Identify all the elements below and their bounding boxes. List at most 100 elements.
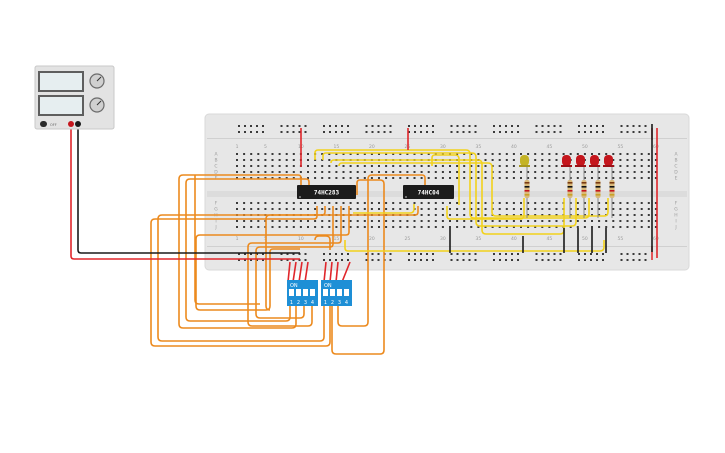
breadboard-hole[interactable] xyxy=(640,171,643,173)
breadboard-hole[interactable] xyxy=(264,159,267,161)
breadboard-hole[interactable] xyxy=(278,177,281,179)
breadboard-hole[interactable] xyxy=(598,208,601,210)
breadboard-hole[interactable] xyxy=(256,131,258,133)
breadboard-hole[interactable] xyxy=(321,220,324,222)
breadboard-hole[interactable] xyxy=(304,259,307,261)
breadboard-hole[interactable] xyxy=(505,214,508,216)
breadboard-hole[interactable] xyxy=(553,253,556,255)
breadboard-hole[interactable] xyxy=(605,226,608,228)
breadboard-hole[interactable] xyxy=(427,165,430,167)
breadboard-hole[interactable] xyxy=(456,202,459,204)
breadboard-hole[interactable] xyxy=(304,131,307,133)
breadboard-hole[interactable] xyxy=(632,259,635,261)
breadboard-hole[interactable] xyxy=(463,226,466,228)
breadboard-hole[interactable] xyxy=(329,125,331,127)
breadboard-hole[interactable] xyxy=(285,165,288,167)
breadboard-hole[interactable] xyxy=(307,153,309,155)
breadboard-hole[interactable] xyxy=(474,125,477,127)
breadboard-hole[interactable] xyxy=(307,226,309,228)
breadboard-hole[interactable] xyxy=(257,171,260,173)
breadboard-hole[interactable] xyxy=(420,214,423,216)
breadboard-hole[interactable] xyxy=(335,253,337,255)
breadboard-hole[interactable] xyxy=(462,131,465,133)
breadboard-hole[interactable] xyxy=(299,220,302,222)
breadboard-hole[interactable] xyxy=(605,208,608,210)
breadboard-hole[interactable] xyxy=(347,259,349,261)
breadboard-hole[interactable] xyxy=(250,177,253,179)
breadboard-hole[interactable] xyxy=(590,253,592,255)
breadboard-hole[interactable] xyxy=(450,131,453,133)
breadboard-hole[interactable] xyxy=(244,259,246,261)
breadboard-hole[interactable] xyxy=(535,125,538,127)
breadboard-hole[interactable] xyxy=(238,259,240,261)
breadboard-hole[interactable] xyxy=(389,253,392,255)
breadboard-hole[interactable] xyxy=(356,165,359,167)
breadboard-hole[interactable] xyxy=(493,125,495,127)
breadboard-hole[interactable] xyxy=(578,253,580,255)
breadboard-hole[interactable] xyxy=(548,171,551,173)
breadboard-hole[interactable] xyxy=(321,165,324,167)
breadboard-hole[interactable] xyxy=(298,253,301,255)
breadboard-hole[interactable] xyxy=(307,177,309,179)
breadboard-hole[interactable] xyxy=(602,259,604,261)
breadboard-hole[interactable] xyxy=(328,226,331,228)
breadboard-hole[interactable] xyxy=(626,220,629,222)
breadboard-hole[interactable] xyxy=(420,220,423,222)
breadboard-hole[interactable] xyxy=(341,125,343,127)
breadboard-hole[interactable] xyxy=(541,165,544,167)
breadboard-hole[interactable] xyxy=(365,253,368,255)
breadboard-hole[interactable] xyxy=(541,259,544,261)
breadboard-hole[interactable] xyxy=(562,177,565,179)
breadboard-hole[interactable] xyxy=(463,177,466,179)
breadboard-hole[interactable] xyxy=(512,177,515,179)
led-yellow[interactable] xyxy=(519,155,530,167)
breadboard-hole[interactable] xyxy=(520,202,522,204)
breadboard-hole[interactable] xyxy=(619,226,622,228)
breadboard-hole[interactable] xyxy=(414,259,416,261)
breadboard-hole[interactable] xyxy=(250,208,253,210)
breadboard-hole[interactable] xyxy=(356,153,359,155)
breadboard-hole[interactable] xyxy=(314,226,317,228)
breadboard-hole[interactable] xyxy=(654,165,657,167)
breadboard-hole[interactable] xyxy=(468,125,471,127)
breadboard-hole[interactable] xyxy=(392,171,395,173)
breadboard-hole[interactable] xyxy=(474,253,477,255)
breadboard-hole[interactable] xyxy=(640,202,643,204)
breadboard-hole[interactable] xyxy=(349,202,352,204)
breadboard-hole[interactable] xyxy=(271,165,274,167)
breadboard-hole[interactable] xyxy=(612,171,615,173)
breadboard-hole[interactable] xyxy=(633,153,636,155)
breadboard-hole[interactable] xyxy=(619,159,622,161)
breadboard-hole[interactable] xyxy=(605,220,608,222)
breadboard-hole[interactable] xyxy=(292,208,295,210)
breadboard-hole[interactable] xyxy=(654,214,657,216)
breadboard-hole[interactable] xyxy=(335,177,338,179)
breadboard-hole[interactable] xyxy=(484,214,487,216)
breadboard-hole[interactable] xyxy=(484,208,487,210)
breadboard-hole[interactable] xyxy=(527,177,530,179)
breadboard-hole[interactable] xyxy=(534,214,537,216)
breadboard-hole[interactable] xyxy=(392,153,395,155)
breadboard-hole[interactable] xyxy=(377,259,380,261)
breadboard-hole[interactable] xyxy=(243,177,246,179)
breadboard-hole[interactable] xyxy=(286,253,289,255)
breadboard-hole[interactable] xyxy=(329,253,331,255)
breadboard-hole[interactable] xyxy=(432,131,434,133)
breadboard-hole[interactable] xyxy=(257,165,260,167)
breadboard-hole[interactable] xyxy=(328,171,331,173)
dip-toggle[interactable] xyxy=(323,289,328,296)
breadboard-hole[interactable] xyxy=(591,171,593,173)
breadboard-hole[interactable] xyxy=(321,208,324,210)
breadboard-hole[interactable] xyxy=(441,165,444,167)
breadboard-hole[interactable] xyxy=(612,208,615,210)
breadboard-hole[interactable] xyxy=(605,202,608,204)
breadboard-hole[interactable] xyxy=(583,153,586,155)
breadboard-hole[interactable] xyxy=(470,202,473,204)
breadboard-hole[interactable] xyxy=(342,220,345,222)
breadboard-hole[interactable] xyxy=(499,259,501,261)
breadboard-hole[interactable] xyxy=(548,165,551,167)
breadboard-hole[interactable] xyxy=(257,202,260,204)
breadboard-hole[interactable] xyxy=(596,131,598,133)
breadboard-hole[interactable] xyxy=(470,220,473,222)
breadboard-hole[interactable] xyxy=(612,214,615,216)
